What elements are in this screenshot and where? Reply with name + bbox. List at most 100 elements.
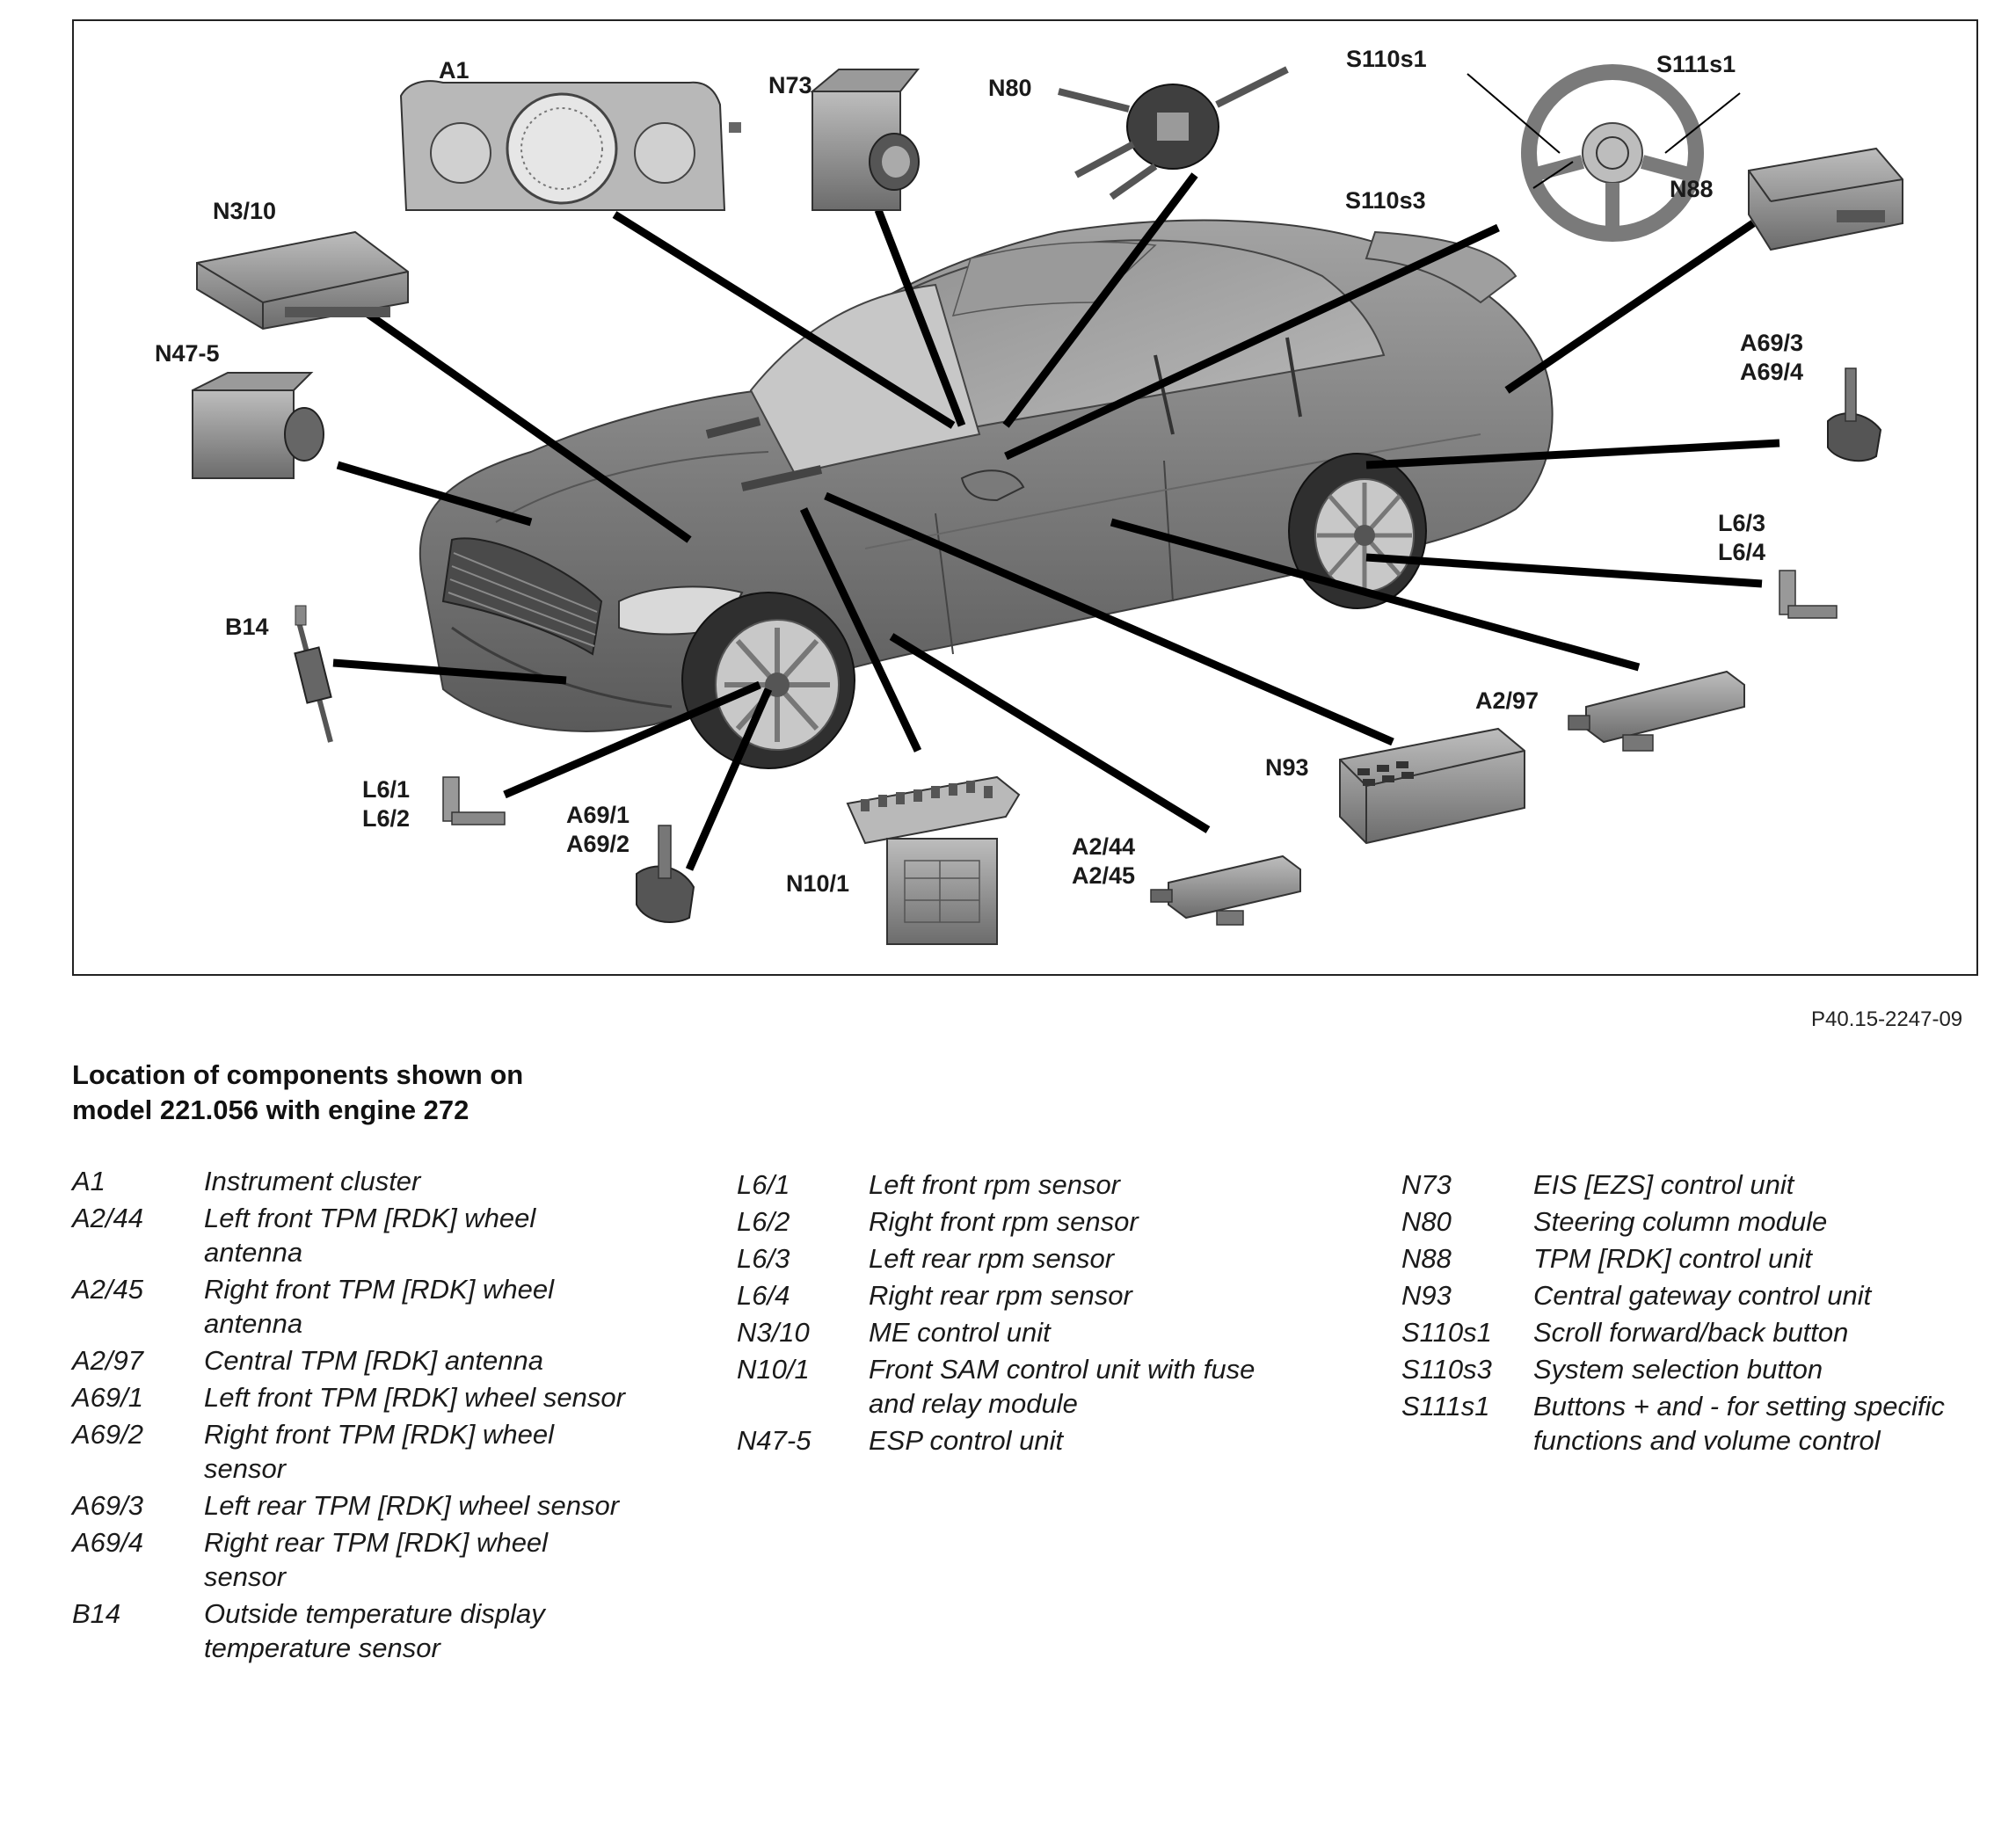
esp-control-unit-part <box>192 372 324 479</box>
front-rpm-sensor-part <box>442 776 506 825</box>
legend-item: L6/2 Right front rpm sensor <box>737 1204 1299 1239</box>
legend-item: N10/1 Front SAM control unit with fuse an… <box>737 1352 1299 1421</box>
callout-label: A69/3 <box>1740 330 1803 356</box>
legend-code: S110s1 <box>1401 1317 1492 1348</box>
legend-description: Steering column module <box>1533 1206 1828 1237</box>
tpm-control-unit-part <box>1748 147 1903 251</box>
legend-item: L6/4 Right rear rpm sensor <box>737 1278 1299 1313</box>
legend-description: Right front TPM [RDK] wheel sensor <box>204 1419 554 1484</box>
legend-description: Central gateway control unit <box>1533 1280 1872 1311</box>
figure-code: P40.15-2247-09 <box>1811 1007 1963 1031</box>
legend-description: Central TPM [RDK] antenna <box>204 1345 543 1376</box>
legend-code: L6/2 <box>737 1206 790 1237</box>
leader-line-l6-3 <box>1365 553 1763 588</box>
legend-description: Left front TPM [RDK] wheel sensor <box>204 1382 625 1413</box>
callout-label: N73 <box>768 72 812 98</box>
leader-line-n93 <box>824 491 1394 746</box>
leader-line-a1 <box>612 211 956 429</box>
legend-code: A69/2 <box>72 1419 144 1450</box>
legend-description: TPM [RDK] control unit <box>1533 1243 1812 1274</box>
callout-label: N10/1 <box>786 870 849 897</box>
callout-label: N80 <box>988 75 1032 101</box>
callout-label: L6/2 <box>362 805 410 832</box>
eis-control-unit-part <box>810 69 921 211</box>
instrument-cluster-part <box>399 80 741 211</box>
legend-item: A2/44 Left front TPM [RDK] wheel antenna <box>72 1201 635 1269</box>
leader-lines <box>332 172 1780 871</box>
callout-label: L6/1 <box>362 776 410 803</box>
legend-code: L6/4 <box>737 1280 790 1311</box>
front-sam-unit-part <box>846 775 1021 945</box>
leader-line-a2-44 <box>889 633 1211 833</box>
legend-code: A2/44 <box>72 1203 144 1233</box>
callout-label: S110s1 <box>1346 46 1427 72</box>
legend-code: N3/10 <box>737 1317 810 1348</box>
callout-label: L6/4 <box>1718 539 1765 565</box>
leader-line-n73 <box>874 208 966 427</box>
component-location-diagram: A1 N73 N80 S110s1 S111s1 S110s3 N88 N3/1… <box>72 19 1978 976</box>
callout-label: N47-5 <box>155 340 220 367</box>
legend-code: N93 <box>1401 1280 1452 1311</box>
leader-line-b14 <box>332 658 567 685</box>
legend-description: Right front TPM [RDK] wheel antenna <box>204 1274 554 1339</box>
legend-description: Instrument cluster <box>204 1166 421 1196</box>
leader-line-n47-5 <box>336 461 533 527</box>
legend-description: Left rear rpm sensor <box>869 1243 1115 1274</box>
leader-line-a69-3 <box>1365 439 1780 469</box>
callout-label: S111s1 <box>1656 51 1736 77</box>
legend-description: ME control unit <box>869 1317 1051 1348</box>
steering-wheel-part <box>1467 64 1741 242</box>
leader-line-n3-10 <box>361 308 692 543</box>
legend-description: Left front TPM [RDK] wheel antenna <box>204 1203 536 1268</box>
leader-line-steering <box>1004 223 1500 461</box>
callout-label: A2/97 <box>1475 687 1539 714</box>
legend-description: System selection button <box>1533 1354 1823 1385</box>
legend-description: Right rear rpm sensor <box>869 1280 1132 1311</box>
legend-description: Front SAM control unit with fuse and rel… <box>869 1354 1255 1419</box>
legend-item: A69/2 Right front TPM [RDK] wheel sensor <box>72 1417 635 1486</box>
diagram-artwork: A1 N73 N80 S110s1 S111s1 S110s3 N88 N3/1… <box>155 46 1903 945</box>
callout-label: A69/2 <box>566 831 630 857</box>
callout-label: A69/4 <box>1740 359 1803 385</box>
legend-description: Left rear TPM [RDK] wheel sensor <box>204 1490 620 1521</box>
legend-code: N10/1 <box>737 1354 810 1385</box>
callout-label: A69/1 <box>566 802 630 828</box>
callout-label: S110s3 <box>1345 187 1426 214</box>
legend-code: A1 <box>72 1166 106 1196</box>
legend-code: L6/3 <box>737 1243 790 1274</box>
leader-line-n88 <box>1504 220 1756 394</box>
leader-line-l6-1 <box>503 680 761 799</box>
legend-description: Outside temperature display temperature … <box>204 1598 545 1663</box>
caption: Location of components shown on model 22… <box>72 1058 688 1128</box>
callout-label: A2/45 <box>1072 862 1135 889</box>
callout-label: N88 <box>1670 176 1714 202</box>
legend-code: A69/4 <box>72 1527 144 1558</box>
central-tpm-antenna-part <box>1568 670 1745 752</box>
leader-line-a2-97 <box>1110 518 1641 672</box>
callout-label: N93 <box>1265 754 1309 781</box>
legend-description: Right front rpm sensor <box>869 1206 1139 1237</box>
leader-line-a69-1 <box>685 687 773 871</box>
front-tpm-antenna-part <box>1150 854 1301 926</box>
legend-code: A69/3 <box>72 1490 144 1521</box>
callout-label: A2/44 <box>1072 833 1135 860</box>
caption-line: Location of components shown on <box>72 1059 524 1090</box>
callout-label: N3/10 <box>213 198 276 224</box>
legend-item: N93 Central gateway control unit <box>1401 1278 1964 1313</box>
legend-description: EIS [EZS] control unit <box>1533 1169 1794 1200</box>
outside-temperature-sensor-part <box>294 605 333 743</box>
legend-code: L6/1 <box>737 1169 790 1200</box>
central-gateway-part <box>1339 727 1525 845</box>
